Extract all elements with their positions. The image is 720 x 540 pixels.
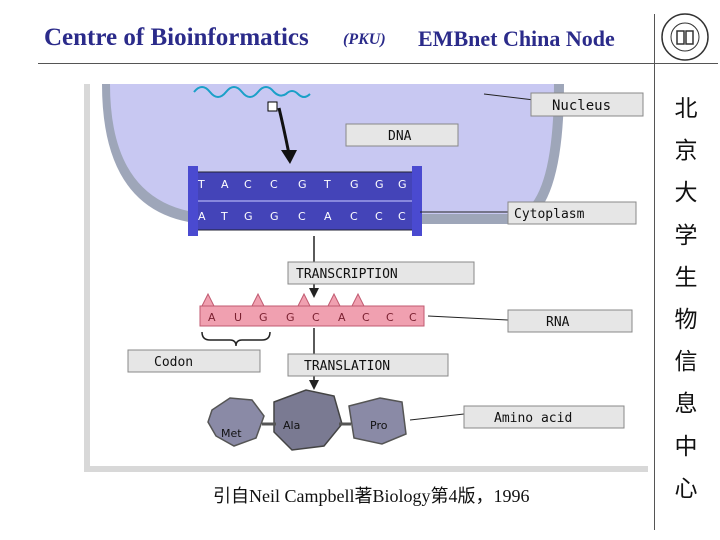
dna-bottom-base: A — [324, 210, 332, 223]
header-node: EMBnet China Node — [418, 26, 615, 51]
side-char: 北 — [674, 96, 698, 122]
side-divider — [654, 14, 655, 530]
dna-bottom-base: C — [298, 210, 306, 223]
label-transcription: TRANSCRIPTION — [296, 267, 398, 282]
side-char: 大 — [674, 180, 698, 207]
dna-bottom-base: C — [350, 210, 358, 223]
rna-base: C — [386, 311, 394, 324]
rna-base: C — [362, 311, 370, 324]
side-char: 生 — [674, 264, 698, 291]
dna-top-base: C — [270, 178, 278, 191]
dna-top-base: C — [244, 178, 252, 191]
dna-top-base: G — [350, 178, 359, 191]
gene-expression-diagram: T A C C G T G G G A T G G C A C C C A U … — [84, 84, 648, 472]
amino-acid-label: Pro — [370, 419, 388, 432]
rna-base: C — [312, 311, 320, 324]
dna-top-base: T — [197, 178, 205, 191]
label-box-translation — [287, 353, 449, 377]
rna-strand — [199, 292, 425, 327]
dna-bottom-base: A — [198, 210, 206, 223]
rna-base: A — [338, 311, 346, 324]
label-box-nucleus — [530, 92, 644, 117]
label-box-rna — [507, 309, 633, 333]
chromatin-icon — [193, 86, 311, 98]
label-nucleus: Nucleus — [552, 98, 611, 114]
side-char: 物 — [674, 306, 698, 333]
vertical-center-name: 北 京 大 学 生 物 信 息 中 心 — [668, 88, 704, 510]
dna-top-base: G — [375, 178, 384, 191]
rna-base: G — [286, 311, 295, 324]
rna-base: C — [409, 311, 417, 324]
side-char: 中 — [674, 433, 698, 460]
dna-bottom-base: C — [398, 210, 406, 223]
label-box-dna — [345, 123, 459, 147]
side-char: 京 — [674, 138, 698, 165]
dna-top-base: G — [398, 178, 407, 191]
dna-top-base: G — [298, 178, 307, 191]
label-amino-acid: Amino acid — [494, 411, 572, 426]
side-char: 息 — [674, 391, 698, 418]
amino-acid-label: Ala — [283, 419, 300, 432]
dna-bottom-base: G — [244, 210, 253, 223]
dna-top-base: A — [221, 178, 229, 191]
dna-bottom-base: T — [220, 210, 228, 223]
rna-base: U — [234, 311, 242, 324]
dna-double-helix — [188, 166, 422, 236]
header-title: Centre of Bioinformatics — [44, 24, 309, 51]
label-rna: RNA — [546, 315, 570, 330]
pku-seal-logo — [661, 13, 709, 61]
amino-acid-chain — [207, 389, 407, 451]
header-divider — [38, 63, 718, 64]
label-box-transcription — [287, 261, 475, 285]
label-box-cytoplasm — [507, 201, 637, 225]
amino-acid-label: Met — [221, 427, 242, 440]
label-cytoplasm: Cytoplasm — [514, 207, 585, 222]
label-dna: DNA — [388, 129, 412, 144]
dna-top-base: T — [323, 178, 331, 191]
side-char: 学 — [674, 222, 698, 249]
label-box-codon — [127, 349, 261, 373]
source-caption: 引自Neil Campbell著Biology第4版，1996 — [213, 486, 530, 506]
dna-segment-marker — [267, 101, 278, 112]
side-char: 心 — [674, 475, 698, 502]
rna-base: A — [208, 311, 216, 324]
header-affiliation: (PKU) — [343, 31, 386, 48]
label-codon: Codon — [154, 355, 193, 370]
rna-base: G — [259, 311, 268, 324]
label-translation: TRANSLATION — [304, 359, 390, 374]
codon-bracket — [201, 331, 271, 347]
side-char: 信 — [674, 349, 698, 376]
dna-bottom-base: G — [270, 210, 279, 223]
dna-bottom-base: C — [375, 210, 383, 223]
label-box-amino-acid — [463, 405, 625, 429]
